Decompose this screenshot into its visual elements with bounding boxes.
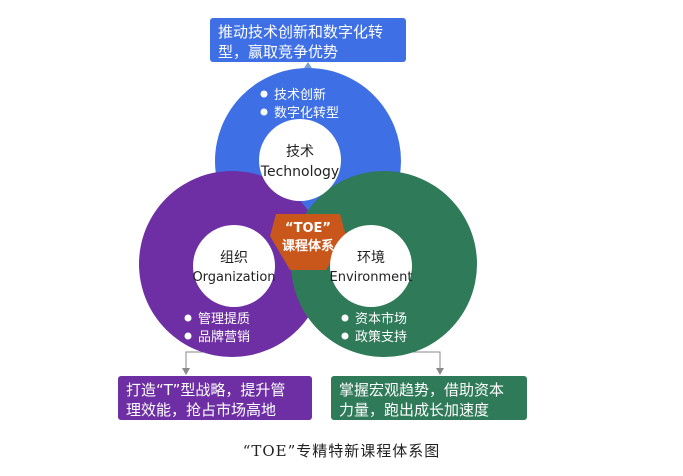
center-label-1: “TOE”	[285, 221, 331, 236]
bullet-dot	[341, 314, 349, 322]
center-region	[270, 214, 346, 270]
environment-goal-box: 掌握宏观趋势，借助资本 力量，跑出成长加速度	[331, 376, 527, 420]
organization-label-en: Organization	[192, 270, 275, 285]
bullet-dot	[341, 332, 349, 340]
technology-goal-line-1: 推动技术创新和数字化转	[218, 23, 384, 41]
technology-label-en: Technology	[260, 164, 339, 180]
center-label-2: 课程体系	[282, 238, 334, 254]
technology-bullet-2: 数字化转型	[274, 106, 339, 121]
environment-bullet-1: 资本市场	[355, 311, 407, 327]
organization-goal-box: 打造“T”型战略，提升管 理效能，抢占市场高地	[118, 376, 312, 420]
bullet-dot	[260, 90, 268, 98]
environment-label-cn: 环境	[357, 250, 385, 266]
top-arrowhead	[304, 62, 312, 68]
environment-goal-line-2: 力量，跑出成长加速度	[339, 401, 490, 419]
organization-goal-line-1: 打造“T”型战略，提升管	[126, 381, 286, 399]
technology-goal-line-2: 型，赢取竞争优势	[218, 43, 339, 61]
organization-bullet-2: 品牌营销	[198, 329, 250, 345]
organization-bullet-1: 管理提质	[198, 311, 250, 327]
environment-core	[330, 225, 412, 307]
technology-label-cn: 技术	[286, 144, 314, 160]
organization-goal-line-2: 理效能，抢占市场高地	[126, 401, 277, 419]
right-arrowhead	[436, 368, 444, 375]
technology-core	[259, 119, 341, 201]
left-arrowhead	[182, 368, 190, 375]
bullet-dot	[260, 108, 268, 116]
organization-label-cn: 组织	[220, 250, 248, 266]
environment-bullet-2: 政策支持	[355, 329, 407, 345]
environment-goal-line-1: 掌握宏观趋势，借助资本	[339, 381, 505, 399]
technology-bullet-1: 技术创新	[274, 87, 326, 103]
technology-goal-box: 推动技术创新和数字化转 型，赢取竞争优势	[210, 18, 406, 62]
organization-core	[193, 225, 275, 307]
environment-label-en: Environment	[329, 270, 412, 285]
bullet-dot	[184, 332, 192, 340]
figure-caption: “TOE”专精特新课程体系图	[242, 442, 441, 460]
bullet-dot	[184, 314, 192, 322]
